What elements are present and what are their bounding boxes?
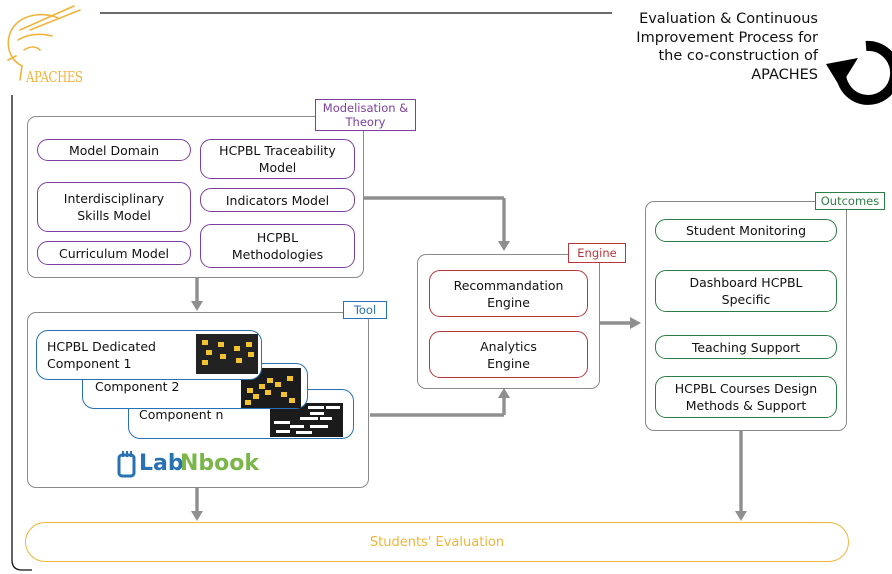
skills-label-2: Skills Model: [77, 208, 151, 223]
modelisation-tag-line: Modelisation &: [322, 101, 409, 115]
students-evaluation-bar: Students' Evaluation: [25, 522, 849, 562]
methodologies-label-1: HCPBL: [256, 230, 299, 245]
recommandation-engine-box: Recommandation Engine: [429, 270, 588, 317]
courses-design-label-2: Methods & Support: [685, 398, 807, 413]
curriculum-label: Curriculum Model: [58, 245, 170, 261]
apaches-logo-text: APACHES: [26, 68, 83, 86]
process-note-line: Improvement Process for: [636, 29, 818, 46]
component-1-screenshot: [196, 334, 258, 374]
indicators-label: Indicators Model: [225, 192, 330, 208]
outcomes-tag: Outcomes: [815, 192, 885, 210]
process-note-line: the co-construction of: [658, 48, 818, 64]
process-note-line: APACHES: [751, 66, 818, 83]
methodologies-box: HCPBL Methodologies: [200, 224, 355, 268]
cycle-icon: [826, 40, 892, 105]
labnbook-part2: Nbook: [180, 451, 260, 476]
component-2-label: Component 2: [95, 378, 180, 394]
engine-tag-label: Engine: [577, 246, 617, 260]
dashboard-box: Dashboard HCPBL Specific: [655, 270, 837, 312]
analytics-engine-box: Analytics Engine: [429, 331, 588, 378]
student-monitoring-label: Student Monitoring: [685, 223, 807, 238]
labnbook-logo: Lab Nbook: [117, 449, 287, 481]
notebook-icon: [117, 451, 136, 478]
indicators-model-box: Indicators Model: [200, 188, 355, 212]
student-monitoring-box: Student Monitoring: [655, 219, 837, 242]
component-n-label: Component n: [139, 406, 224, 422]
recommandation-label-1: Recommandation: [453, 277, 564, 293]
process-note-line: Evaluation & Continuous: [639, 11, 818, 27]
model-domain-box: Model Domain: [37, 139, 191, 161]
skills-model-box: Interdisciplinary Skills Model: [37, 182, 191, 232]
traceability-model-box: HCPBL Traceability Model: [200, 139, 355, 179]
recommandation-label-2: Engine: [487, 294, 530, 310]
teaching-support-box: Teaching Support: [655, 335, 837, 359]
curriculum-model-box: Curriculum Model: [37, 241, 191, 265]
modelisation-tag: Modelisation & Theory: [315, 99, 416, 131]
analytics-label-2: Engine: [487, 355, 530, 371]
skills-label-1: Interdisciplinary: [63, 191, 165, 206]
methodologies-label-2: Methodologies: [231, 247, 324, 262]
tool-tag-label: Tool: [353, 303, 377, 317]
modelisation-tag-line: Theory: [345, 115, 386, 129]
students-evaluation-label: Students' Evaluation: [369, 534, 505, 550]
traceability-label-2: Model: [258, 160, 297, 175]
labnbook-part1: Lab: [139, 451, 184, 476]
engine-tag: Engine: [568, 243, 626, 263]
outcomes-tag-label: Outcomes: [820, 194, 880, 208]
component-1-label-1: HCPBL Dedicated: [47, 339, 156, 354]
traceability-label-1: HCPBL Traceability: [219, 143, 336, 158]
courses-design-label-1: HCPBL Courses Design: [674, 381, 818, 396]
model-domain-label: Model Domain: [68, 142, 159, 158]
apaches-head-icon: [7, 5, 81, 81]
process-note: Evaluation & Continuous Improvement Proc…: [588, 10, 818, 84]
teaching-support-label: Teaching Support: [691, 339, 801, 355]
dashboard-label-1: Dashboard HCPBL: [689, 275, 803, 290]
courses-design-box: HCPBL Courses Design Methods & Support: [655, 376, 837, 418]
tool-tag: Tool: [343, 301, 387, 319]
component-1-label-2: Component 1: [47, 356, 132, 371]
analytics-label-1: Analytics: [480, 338, 537, 354]
dashboard-label-2: Specific: [721, 292, 771, 307]
apaches-logo: APACHES: [0, 0, 102, 92]
